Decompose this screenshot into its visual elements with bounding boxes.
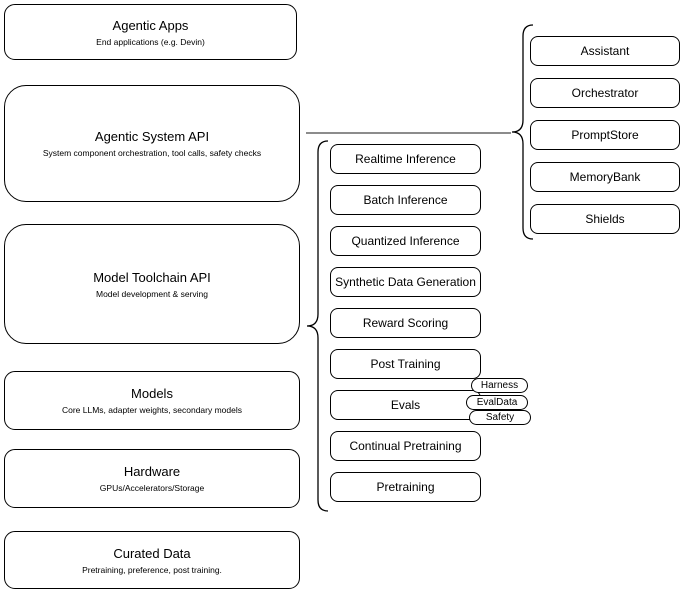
layer-subtitle: End applications (e.g. Devin) xyxy=(96,36,205,47)
layer-box-hardware: Hardware GPUs/Accelerators/Storage xyxy=(4,449,300,508)
toolchain-box-reward-scoring: Reward Scoring xyxy=(330,308,481,338)
component-box-memorybank: MemoryBank xyxy=(530,162,680,192)
layer-title: Models xyxy=(131,386,173,401)
layer-title: Hardware xyxy=(123,464,181,479)
component-box-orchestrator: Orchestrator xyxy=(530,78,680,108)
toolchain-box-evals: Evals xyxy=(330,390,481,420)
toolchain-box-post-training: Post Training xyxy=(330,349,481,379)
layer-title: Agentic Apps xyxy=(112,17,189,33)
layer-subtitle: System component orchestration, tool cal… xyxy=(42,148,262,158)
eval-tag-safety: Safety xyxy=(469,410,531,425)
toolchain-box-continual-pretraining: Continual Pretraining xyxy=(330,431,481,461)
component-box-promptstore: PromptStore xyxy=(530,120,680,150)
layer-title: Model Toolchain API xyxy=(93,269,211,285)
eval-tag-evaldata: EvalData xyxy=(466,395,528,410)
component-box-shields: Shields xyxy=(530,204,680,234)
toolchain-box-synthetic-data-generation: Synthetic Data Generation xyxy=(330,267,481,297)
layer-subtitle: Core LLMs, adapter weights, secondary mo… xyxy=(61,405,242,415)
toolchain-brace xyxy=(306,140,329,512)
layer-box-models: Models Core LLMs, adapter weights, secon… xyxy=(4,371,300,430)
layer-subtitle: Pretraining, preference, post training. xyxy=(82,564,222,575)
layer-subtitle: Model development & serving xyxy=(96,288,208,299)
toolchain-box-pretraining: Pretraining xyxy=(330,472,481,502)
eval-tag-harness: Harness xyxy=(471,378,528,393)
toolchain-box-realtime-inference: Realtime Inference xyxy=(330,144,481,174)
layer-box-agentic-system-api: Agentic System API System component orch… xyxy=(4,85,300,202)
toolchain-box-batch-inference: Batch Inference xyxy=(330,185,481,215)
layer-box-agentic-apps: Agentic Apps End applications (e.g. Devi… xyxy=(4,4,297,60)
layer-title: Curated Data xyxy=(113,545,191,561)
component-box-assistant: Assistant xyxy=(530,36,680,66)
layer-box-model-toolchain-api: Model Toolchain API Model development & … xyxy=(4,224,300,344)
layer-box-curated-data: Curated Data Pretraining, preference, po… xyxy=(4,531,300,589)
toolchain-box-quantized-inference: Quantized Inference xyxy=(330,226,481,256)
layer-subtitle: GPUs/Accelerators/Storage xyxy=(99,483,205,493)
layer-title: Agentic System API xyxy=(94,129,210,144)
